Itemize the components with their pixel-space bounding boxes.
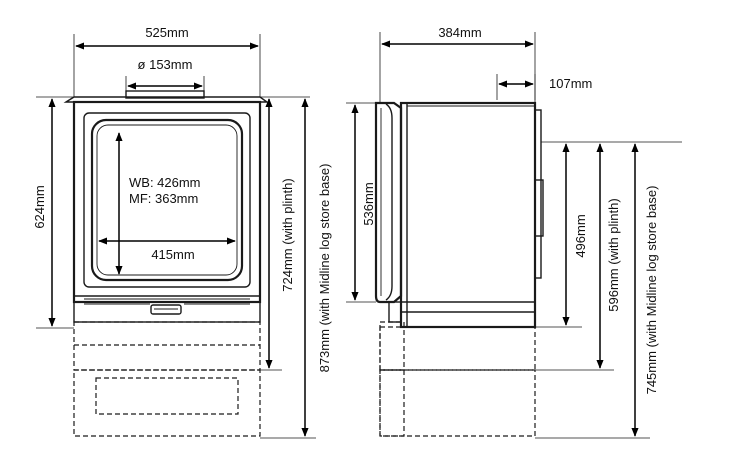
front-extension-lines [36, 34, 316, 439]
side-door-front [374, 101, 403, 304]
label-front-width: 525mm [145, 25, 188, 40]
front-dimension-lines [48, 42, 309, 437]
front-log-store [73, 369, 261, 437]
label-flue-diameter: ø 153mm [138, 57, 193, 72]
side-dimension-lines [351, 40, 639, 437]
label-window-mf: MF: 363mm [129, 191, 198, 206]
label-door-height: 536mm [361, 182, 376, 225]
label-front-height: 624mm [32, 185, 47, 228]
label-window-width: 415mm [151, 247, 194, 262]
label-front-height-logstore: 873mm (with Midline log store base) [317, 164, 332, 373]
side-plinth [379, 326, 536, 371]
front-window-glass [90, 118, 244, 282]
side-log-store [379, 369, 536, 437]
label-flue-centre-logstore: 745mm (with Midline log store base) [644, 186, 659, 395]
label-flue-centre-plinth: 596mm (with plinth) [606, 198, 621, 311]
label-flue-centre-height: 496mm [573, 214, 588, 257]
front-plinth [73, 321, 261, 371]
side-extension-lines [346, 32, 682, 439]
front-view [63, 90, 270, 437]
label-side-depth: 384mm [438, 25, 481, 40]
side-stove-body [399, 101, 537, 329]
label-window-wb: WB: 426mm [129, 175, 201, 190]
front-handle [150, 304, 182, 315]
front-door [83, 112, 251, 288]
front-flue-collar [125, 90, 205, 99]
label-flue-offset: 107mm [549, 76, 592, 91]
side-view [374, 101, 544, 437]
label-front-height-plinth: 724mm (with plinth) [280, 178, 295, 291]
